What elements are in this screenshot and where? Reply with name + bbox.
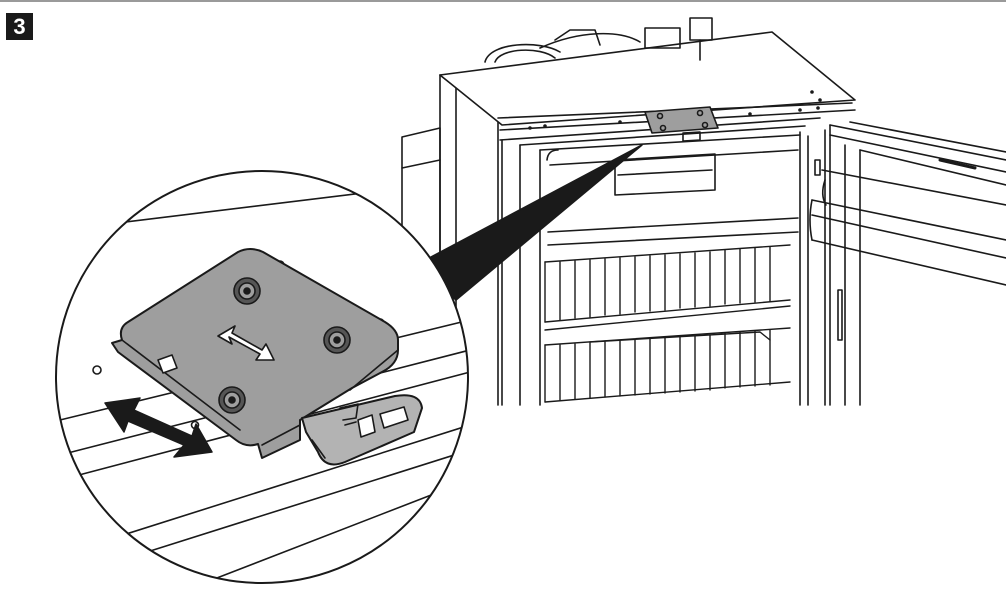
callout-pointer [415, 144, 643, 301]
screw [218, 386, 246, 414]
screw [233, 277, 261, 305]
double-arrow-icon [217, 325, 275, 361]
step-number-badge: 3 [6, 13, 33, 40]
screw [323, 326, 351, 354]
top-rule [0, 0, 1006, 2]
hinge-plate [111, 248, 399, 459]
double-arrow-icon [104, 397, 213, 458]
refrigerator [401, 17, 1006, 406]
detail-magnifier [55, 170, 469, 584]
